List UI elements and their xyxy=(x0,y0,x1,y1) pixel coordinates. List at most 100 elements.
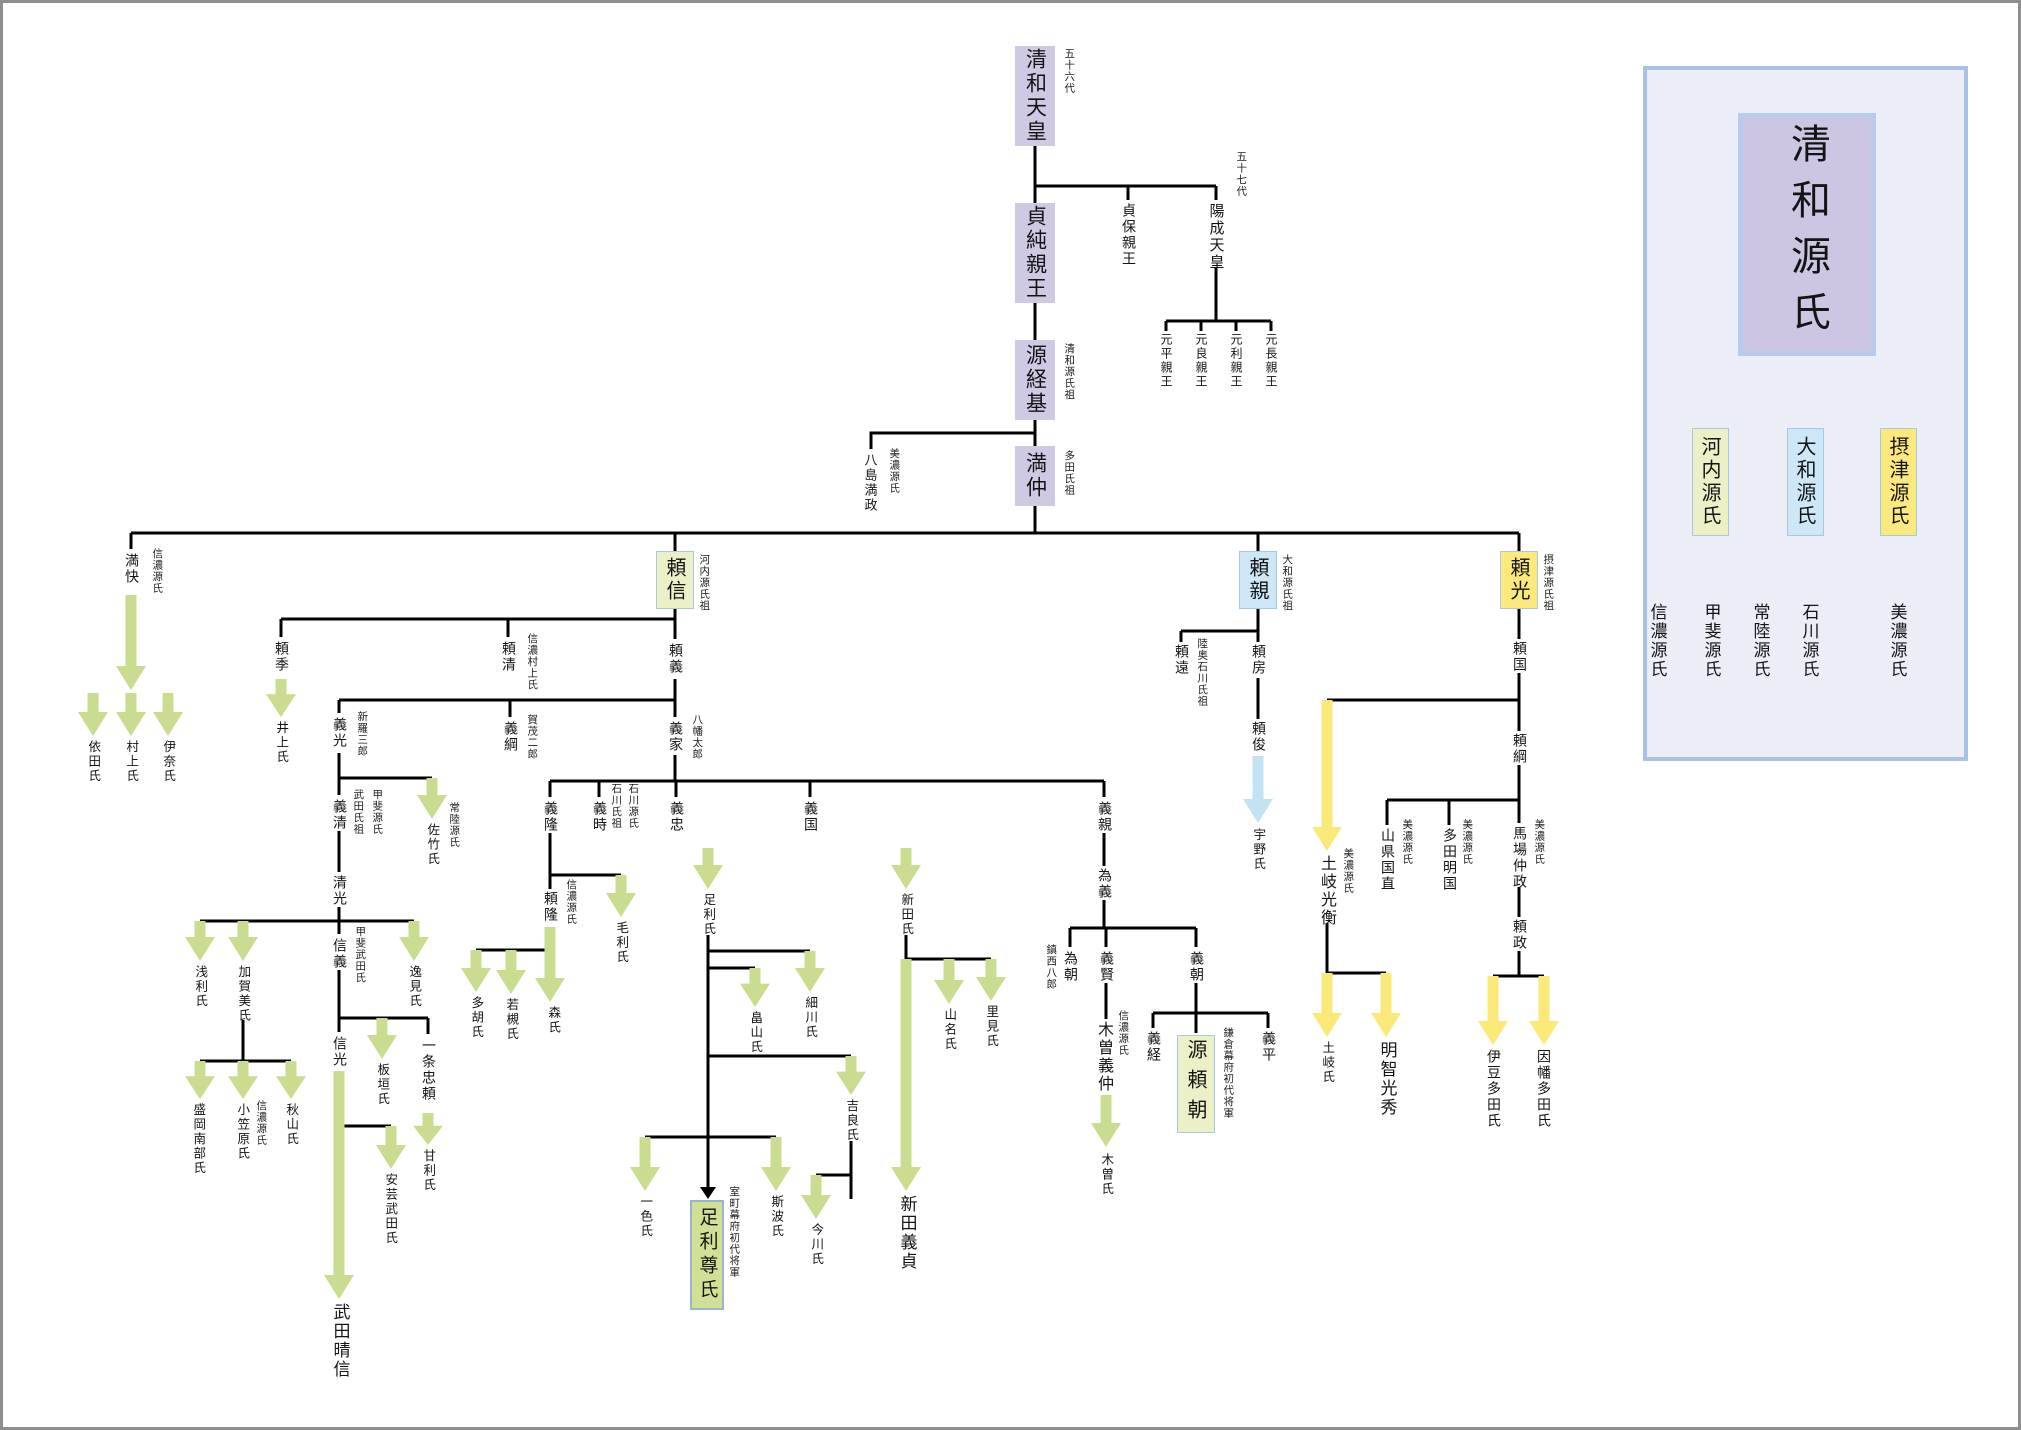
label-ichijo-tadayori: 一条忠頼 xyxy=(420,1038,436,1102)
descent-arrow-28 xyxy=(891,959,921,1191)
ann-shinano-kiso: 信濃源氏 xyxy=(1117,1010,1130,1056)
box-ashikaga-takauji: 足利尊氏 xyxy=(690,1200,724,1310)
label-aki-takeda-shi: 安芸武田氏 xyxy=(383,1173,399,1246)
label-yoshihira: 義平 xyxy=(1260,1031,1276,1063)
label-nobuyoshi: 信義 xyxy=(331,938,347,970)
label-ina-shi: 伊奈氏 xyxy=(161,740,177,784)
label-motonaga-shinno: 元長親王 xyxy=(1264,333,1278,389)
ann-shinra-saburo: 新羅三郎 xyxy=(356,711,369,757)
label-uno-shi: 宇野氏 xyxy=(1251,828,1267,872)
label-yoshitada: 義忠 xyxy=(668,801,684,833)
descent-arrow-18 xyxy=(496,950,526,994)
ann-kamakura-shogun: 鎌倉幕府初代将軍 xyxy=(1222,1027,1235,1119)
label-izu-tada-shi: 伊豆多田氏 xyxy=(1485,1049,1501,1129)
label-yorito: 頼遠 xyxy=(1173,644,1189,676)
label-inoue-shi: 井上氏 xyxy=(274,721,290,765)
label-kira-shi: 吉良氏 xyxy=(844,1099,860,1143)
label-itagaki-shi: 板垣氏 xyxy=(375,1063,391,1107)
ann-shinano-murakami: 信濃村上氏 xyxy=(526,633,539,691)
descent-arrow-1 xyxy=(78,693,108,736)
ann-57dai: 五十七代 xyxy=(1235,151,1248,197)
ann-mutsu-ishikawa-so: 陸奥石川氏祖 xyxy=(1196,638,1209,707)
ann-shinano-yoritaka: 信濃源氏 xyxy=(565,879,578,925)
ann-kai-genji: 甲斐源氏 xyxy=(371,789,384,835)
label-yoshitaka: 義隆 xyxy=(542,801,558,833)
label-yorifusa: 頼房 xyxy=(1250,644,1266,676)
legend-leaf-ishikawa-genji: 石川源氏 xyxy=(1798,603,1819,679)
ann-tada-so: 多田氏祖 xyxy=(1063,450,1076,496)
label-motoyoshi-shinno: 元良親王 xyxy=(1194,333,1208,389)
label-hosokawa-shi: 細川氏 xyxy=(803,996,819,1040)
box-yorinobu: 頼信 xyxy=(656,551,694,609)
descent-arrow-33 xyxy=(1312,700,1342,851)
descent-arrow-30 xyxy=(976,959,1006,1001)
ann-kamo-jiro: 賀茂二郎 xyxy=(526,714,539,760)
label-mori-shi-2: 森氏 xyxy=(546,1006,562,1035)
ann-takeda-so: 武田氏祖 xyxy=(352,789,365,835)
legend-box-settsu-genji-text: 摂津源氏 xyxy=(1886,436,1910,528)
label-ashikaga-shi: 足利氏 xyxy=(701,893,717,937)
label-amari-shi: 甘利氏 xyxy=(421,1149,437,1193)
legend-leaf-kai-genji: 甲斐源氏 xyxy=(1700,603,1721,679)
box-minamoto-tsunemoto-text: 源経基 xyxy=(1023,344,1048,416)
label-murakami-shi: 村上氏 xyxy=(124,740,140,784)
label-akechi-mitsuhide: 明智光秀 xyxy=(1376,1041,1397,1117)
descent-arrow-8 xyxy=(399,921,429,961)
box-mitsunaka-text: 満仲 xyxy=(1023,452,1048,500)
ann-ishikawa-genji: 石川源氏 xyxy=(627,783,640,829)
descent-arrow-16 xyxy=(606,875,636,917)
descent-arrow-19 xyxy=(535,927,565,1002)
legend-box-kawachi-genji: 河内源氏 xyxy=(1691,428,1729,536)
descent-arrow-17 xyxy=(461,950,491,992)
descent-arrow-7 xyxy=(228,921,258,961)
descent-arrow-25 xyxy=(630,1137,660,1191)
label-yoda-shi: 依田氏 xyxy=(86,740,102,784)
label-kiso-yoshinaka: 木曽義仲 xyxy=(1095,1021,1114,1093)
label-nitta-shi: 新田氏 xyxy=(899,893,915,937)
thin-arrow-head xyxy=(700,1187,716,1199)
legend-title: 清和源氏 xyxy=(1738,113,1876,356)
ann-shinano-ogasawara: 信濃源氏 xyxy=(255,1100,268,1146)
box-yorimitsu: 頼光 xyxy=(1500,551,1538,609)
ann-56dai: 五十六代 xyxy=(1063,48,1076,94)
ann-kai-takeda: 甲斐武田氏 xyxy=(354,926,367,984)
descent-arrow-29 xyxy=(934,959,964,1004)
label-wakatsuki-shi: 若槻氏 xyxy=(504,998,520,1042)
label-takeda-harunobu: 武田晴信 xyxy=(329,1303,350,1379)
box-minamoto-yoritomo: 源頼朝 xyxy=(1177,1035,1215,1133)
legend-title-text: 清和源氏 xyxy=(1784,122,1830,347)
label-yoritsuna: 頼綱 xyxy=(1511,733,1527,765)
box-mitsunaka: 満仲 xyxy=(1015,446,1055,506)
legend-box-settsu-genji: 摂津源氏 xyxy=(1879,428,1917,536)
label-tada-akikuni: 多田明国 xyxy=(1441,828,1457,892)
ann-yamato-so: 大和源氏祖 xyxy=(1281,554,1294,612)
box-yorinobu-text: 頼信 xyxy=(663,557,687,603)
label-tametomo: 為朝 xyxy=(1062,951,1078,983)
label-yorikiyo: 頼清 xyxy=(500,641,516,673)
descent-arrow-9 xyxy=(185,1061,215,1099)
box-seiwa-tenno-text: 清和天皇 xyxy=(1023,48,1048,144)
descent-arrow-27 xyxy=(801,1175,831,1219)
ann-ishikawa-so: 石川氏祖 xyxy=(610,783,623,829)
label-toki-shi: 土岐氏 xyxy=(1320,1041,1336,1085)
legend-box-kawachi-genji-text: 河内源氏 xyxy=(1698,436,1722,528)
label-yoshimitsu: 義光 xyxy=(331,717,347,749)
descent-arrow-14 xyxy=(324,1071,354,1299)
box-yorichika-text: 頼親 xyxy=(1246,557,1270,603)
descent-arrow-22 xyxy=(795,951,825,992)
label-nitta-yoshisada: 新田義貞 xyxy=(896,1195,917,1271)
label-yoshikuni: 義国 xyxy=(802,801,818,833)
ann-shinano-mitsuyoshi: 信濃源氏 xyxy=(151,548,164,594)
label-motohira-shinno: 元平親王 xyxy=(1159,333,1173,389)
descent-arrow-11 xyxy=(276,1061,306,1099)
label-yoshiie: 義家 xyxy=(667,721,683,753)
ann-mino-yamagata: 美濃源氏 xyxy=(1401,819,1414,865)
box-ashikaga-takauji-text: 足利尊氏 xyxy=(696,1207,719,1303)
label-akiyama-shi: 秋山氏 xyxy=(284,1103,300,1147)
label-yoshitomo: 義朝 xyxy=(1188,951,1204,983)
box-minamoto-yoritomo-text: 源頼朝 xyxy=(1184,1039,1208,1129)
descent-arrow-3 xyxy=(153,693,183,736)
descent-arrow-24 xyxy=(836,1056,866,1095)
label-yorisue: 頼季 xyxy=(273,641,289,673)
label-yoritaka: 頼隆 xyxy=(542,891,558,923)
